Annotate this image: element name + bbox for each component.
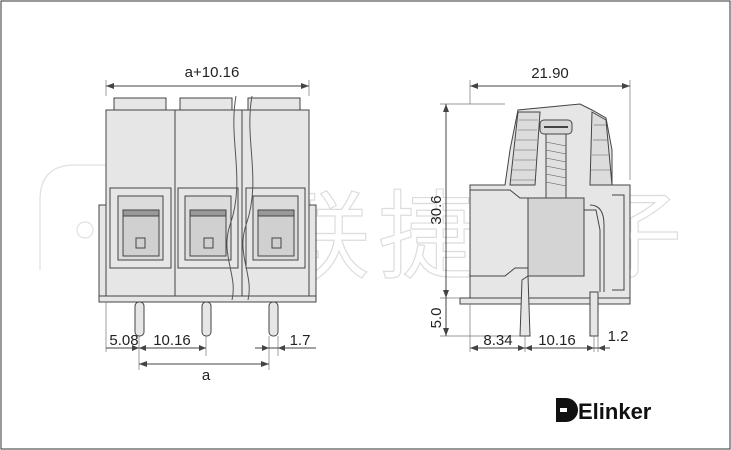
front-top-lug-2 — [179, 97, 233, 111]
dim-pin-thickness: 1.2 — [608, 328, 629, 345]
front-wire-entry-3 — [245, 187, 306, 269]
dim-total-width: a+10.16 — [185, 64, 240, 81]
break-line-1 — [226, 95, 238, 301]
front-pin-2 — [201, 301, 212, 337]
dim-pin-offset: 8.34 — [483, 332, 512, 349]
dim-pin-pitch: 10.16 — [538, 332, 576, 349]
dim-pin-length: 5.0 — [428, 308, 445, 329]
dim-height: 30.6 — [428, 195, 445, 224]
dim-pin-width: 1.7 — [290, 332, 311, 349]
side-view: 21.90 30.6 5.0 8.34 10.16 1.2 — [428, 65, 631, 352]
front-pin-1 — [134, 301, 145, 337]
front-top-lug-3 — [247, 97, 301, 111]
side-base — [459, 297, 631, 305]
dim-offset: 5.08 — [109, 332, 138, 349]
elinker-logo-icon — [556, 398, 578, 422]
brand-logo: Elinker — [556, 398, 652, 424]
side-pin-left — [519, 275, 531, 337]
dim-depth: 21.90 — [531, 65, 569, 82]
side-screw-shaft — [545, 133, 567, 199]
side-clamp — [527, 197, 585, 277]
front-wire-entry-2 — [177, 187, 239, 269]
front-base — [98, 295, 317, 303]
dim-span: a — [202, 367, 211, 384]
front-right-ledge — [308, 204, 317, 297]
front-pin-3 — [268, 301, 279, 337]
dim-pitch: 10.16 — [153, 332, 191, 349]
front-top-lug-1 — [113, 97, 167, 111]
side-pin-right — [589, 291, 599, 337]
front-left-ledge — [98, 204, 107, 297]
front-view: a+10.16 5.08 10.16 1.7 a — [98, 64, 317, 384]
break-line-2 — [242, 95, 254, 301]
logo-text: Elinker — [578, 399, 652, 424]
front-wire-entry-1 — [109, 187, 172, 269]
